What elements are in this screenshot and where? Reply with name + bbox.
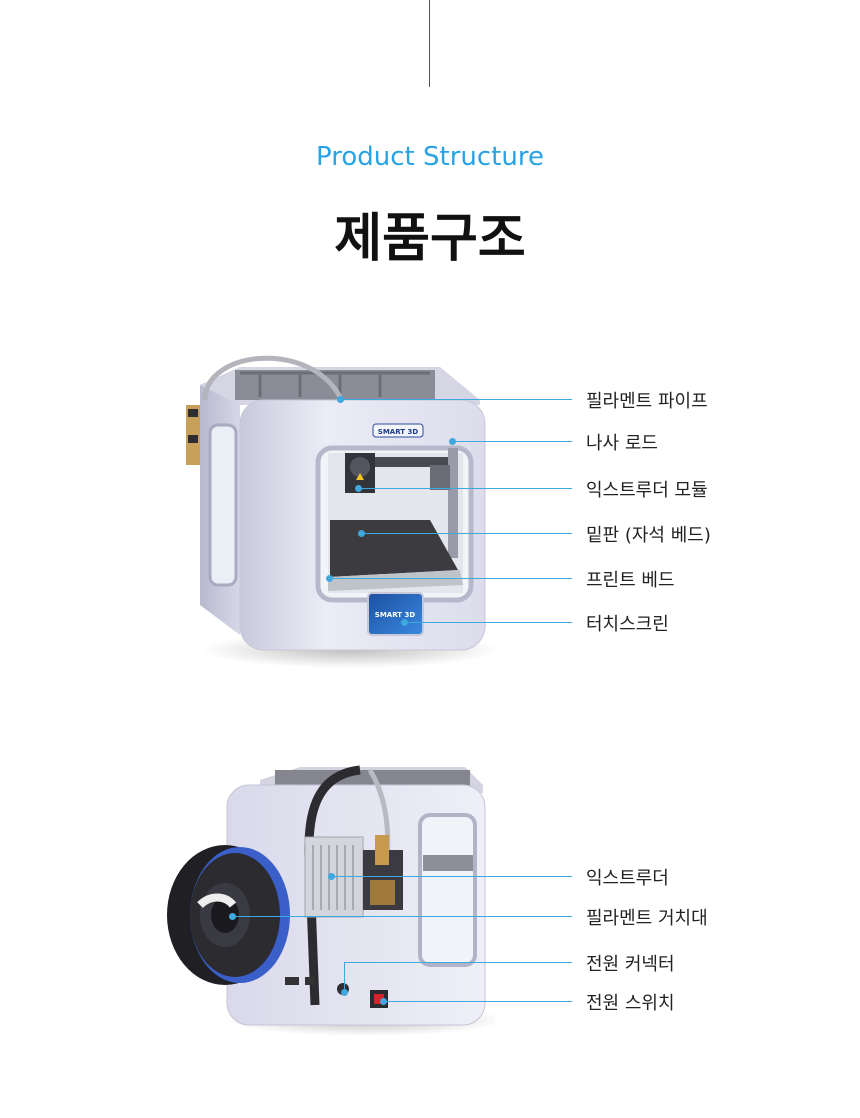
dot-magnetic-bed xyxy=(358,530,365,537)
top-divider-line xyxy=(429,0,430,87)
label-power-connector: 전원 커넥터 xyxy=(586,954,675,975)
dot-screw-rod xyxy=(449,438,456,445)
dot-extruder-module xyxy=(355,485,362,492)
leader-extruder-module xyxy=(358,488,572,489)
rear-printer-image xyxy=(167,765,495,1036)
dot-power-switch xyxy=(380,998,387,1005)
dot-extruder xyxy=(328,873,335,880)
dot-filament-pipe xyxy=(337,396,344,403)
section-subtitle: Product Structure xyxy=(316,142,544,172)
dot-filament-holder xyxy=(229,913,236,920)
label-filament-holder: 필라멘트 거치대 xyxy=(586,908,708,929)
front-brand-badge: SMART 3D xyxy=(378,428,419,436)
dot-power-connector xyxy=(341,989,348,996)
label-magnetic-bed: 밑판 (자석 베드) xyxy=(586,525,711,546)
label-extruder-module: 익스트루더 모듈 xyxy=(586,480,708,501)
label-extruder: 익스트루더 xyxy=(586,868,669,889)
leader-touchscreen xyxy=(404,622,572,623)
label-touchscreen: 터치스크린 xyxy=(586,614,669,635)
leader-power-connector-drop xyxy=(344,962,345,992)
leader-extruder xyxy=(331,876,572,877)
label-filament-pipe: 필라멘트 파이프 xyxy=(586,391,708,412)
label-print-bed: 프린트 베드 xyxy=(586,570,675,591)
dot-print-bed xyxy=(326,575,333,582)
dot-touchscreen xyxy=(401,619,408,626)
leader-power-connector xyxy=(344,962,572,963)
touchscreen-brand: SMART 3D xyxy=(375,611,416,619)
label-screw-rod: 나사 로드 xyxy=(586,433,658,454)
leader-filament-pipe xyxy=(340,399,572,400)
leader-power-switch xyxy=(383,1001,572,1002)
leader-filament-holder xyxy=(232,916,572,917)
page-title: 제품구조 xyxy=(334,209,526,269)
leader-print-bed xyxy=(329,578,572,579)
front-printer-image: SMART 3D SMART 3D xyxy=(186,355,500,668)
leader-screw-rod xyxy=(452,441,572,442)
label-power-switch: 전원 스위치 xyxy=(586,993,675,1014)
leader-magnetic-bed xyxy=(361,533,572,534)
